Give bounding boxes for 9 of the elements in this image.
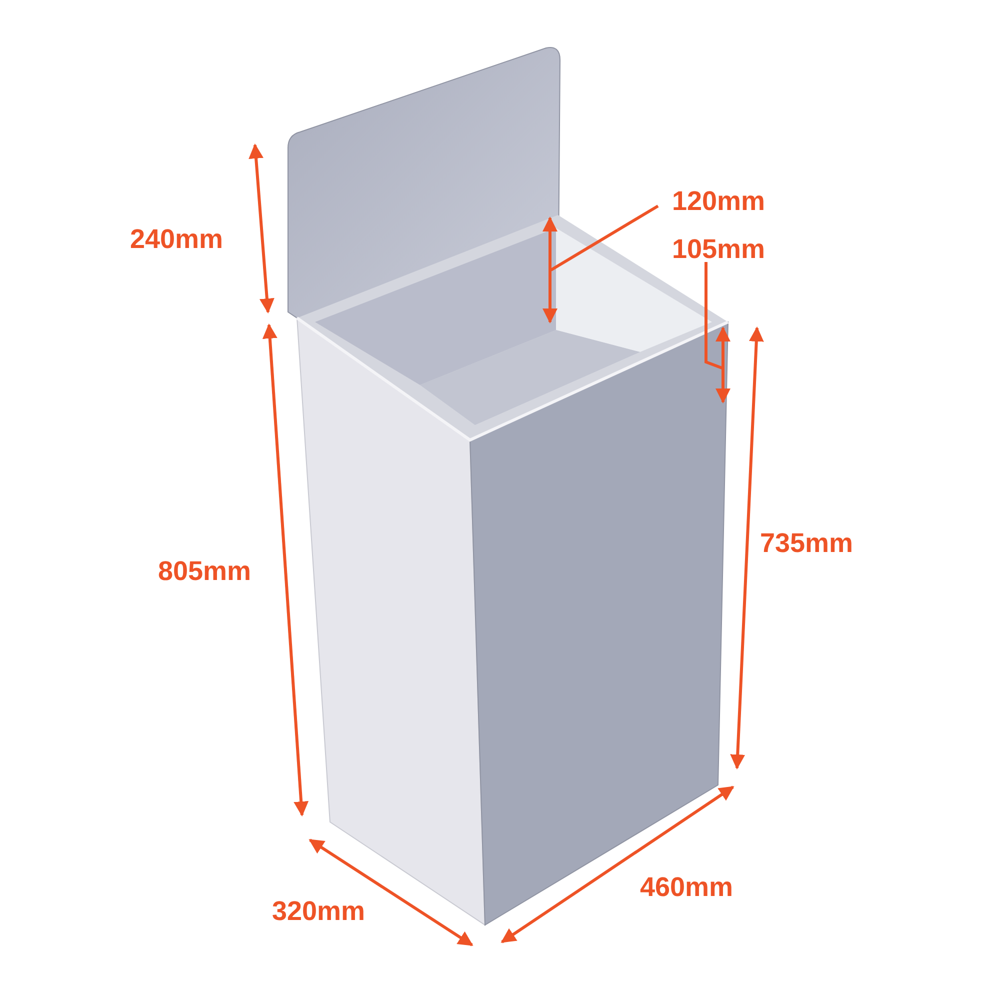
dimension-label: 805mm — [158, 558, 252, 585]
leader-line — [704, 262, 723, 370]
leader-line — [550, 204, 659, 272]
dimension-label: 120mm — [672, 188, 766, 215]
dimension-label: 105mm — [672, 236, 766, 263]
dimension-label: 240mm — [130, 226, 224, 253]
dimension-label: 460mm — [640, 874, 734, 901]
dimension-label: 320mm — [272, 898, 366, 925]
dimension-label: 735mm — [760, 530, 854, 557]
